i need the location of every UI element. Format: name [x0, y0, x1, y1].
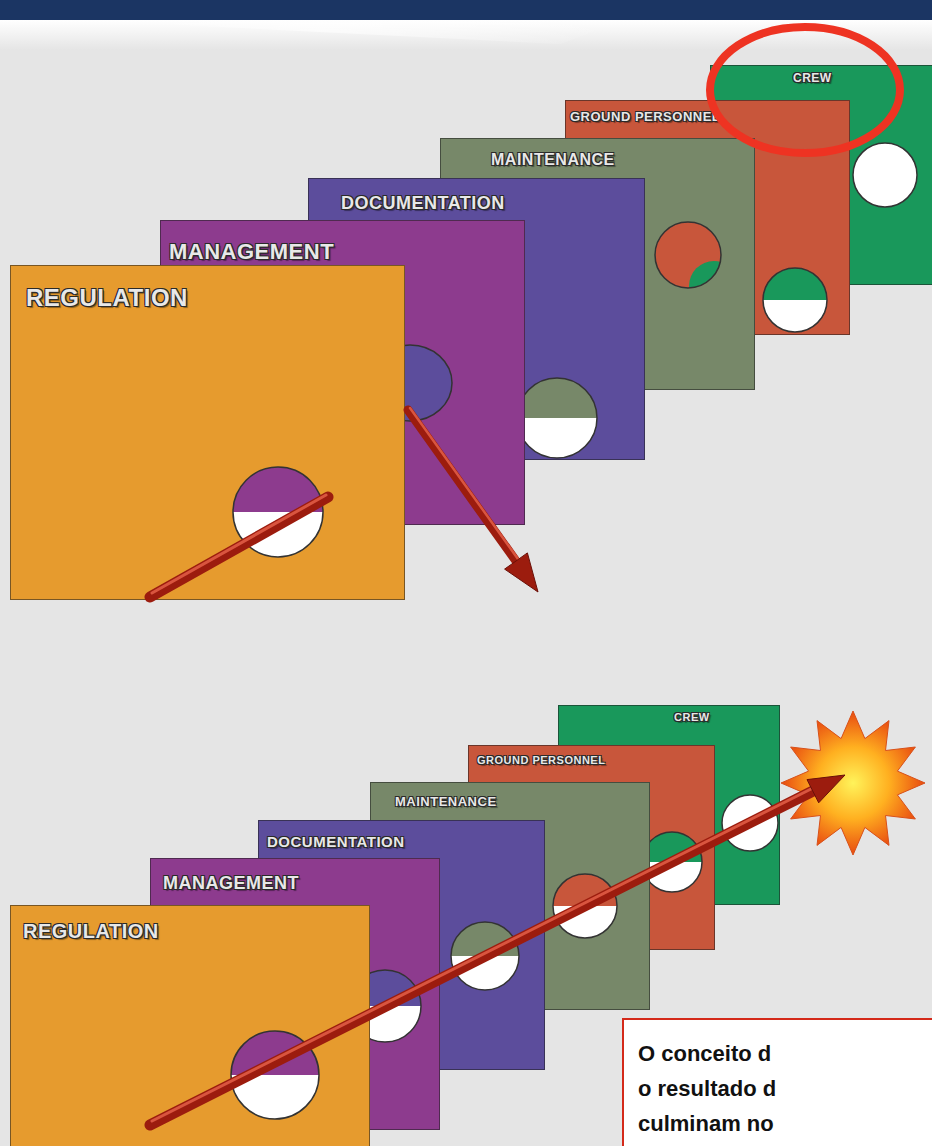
slice-label: CREW	[793, 72, 832, 86]
slice-label: MAINTENANCE	[395, 795, 497, 810]
slice-label: REGULATION	[23, 920, 159, 943]
header-fade	[0, 20, 932, 50]
header-streak	[120, 22, 620, 44]
slice-label: MANAGEMENT	[163, 873, 299, 894]
slice-label: MAINTENANCE	[491, 151, 615, 169]
slice-label: CREW	[674, 711, 710, 724]
slice-label: GROUND PERSONNEL	[570, 110, 720, 125]
arrow-head	[505, 553, 538, 592]
slice-label: MANAGEMENT	[169, 239, 334, 264]
slice-label: DOCUMENTATION	[267, 833, 405, 850]
cheese-slice: REGULATION	[10, 905, 370, 1146]
slice-label: REGULATION	[26, 284, 188, 312]
arrow-head	[807, 775, 845, 803]
explosion-burst	[781, 711, 925, 855]
note-text: O conceito d o resultado d culminam no	[638, 1036, 784, 1141]
slice-label: GROUND PERSONNEL	[477, 754, 605, 767]
note-box: O conceito d o resultado d culminam no	[622, 1018, 932, 1146]
header-bar	[0, 0, 932, 20]
cheese-slice: REGULATION	[10, 265, 405, 600]
slice-label: DOCUMENTATION	[341, 193, 505, 214]
